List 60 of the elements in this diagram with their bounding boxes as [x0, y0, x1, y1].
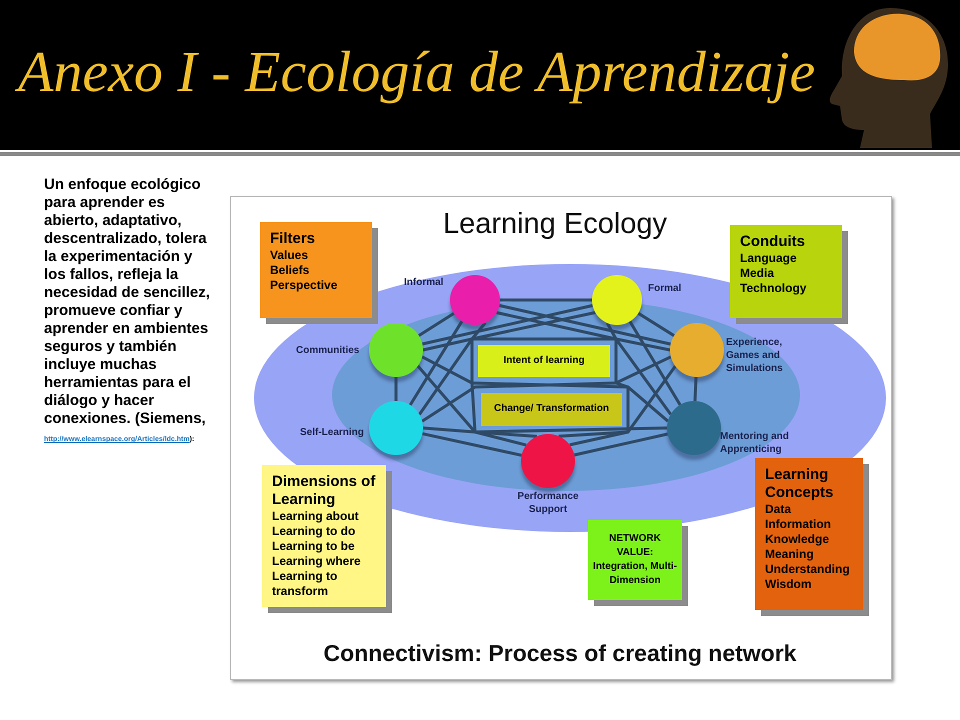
connector-line: [569, 365, 677, 446]
circle-label: Performance Support: [516, 490, 580, 516]
connector-line: [416, 364, 527, 447]
connector-line: [628, 320, 682, 406]
circle-label: Self-Learning: [300, 426, 365, 439]
note-box: [588, 520, 682, 600]
circle-label: Mentoring and Apprenticing: [720, 430, 790, 456]
box-heading: Learning Concepts: [765, 466, 834, 502]
circle-label: Formal: [648, 282, 682, 295]
box-text: Intent of learning: [502, 354, 586, 368]
label-box: [481, 393, 622, 426]
list-item: Beliefs: [270, 263, 310, 278]
list-item: Language: [740, 251, 798, 266]
connector-line: [500, 298, 592, 302]
connector-line: [470, 322, 537, 438]
box-text: Change/ Transformation: [492, 402, 610, 416]
box-heading: Dimensions of Learning: [272, 473, 376, 509]
category-box: [755, 458, 863, 610]
connector-line: [394, 377, 398, 401]
connector-line: [422, 432, 522, 457]
box-heading: Filters: [270, 230, 316, 248]
label-box: [478, 345, 610, 377]
connector-line: [422, 304, 593, 346]
circle-label: Experience, Games and Simulations: [726, 336, 784, 375]
list-item: Understanding: [765, 562, 851, 577]
list-item: Wisdom: [765, 577, 813, 592]
category-box: [730, 225, 842, 318]
connector-line: [499, 304, 672, 346]
list-item: Learning to be: [272, 539, 356, 554]
list-item: Meaning: [765, 547, 815, 562]
category-box: [262, 465, 386, 607]
connector-line: [422, 426, 668, 434]
body-paragraph: Un enfoque ecológico para aprender es abierto, adaptativo, descentralizado, tolera la experimentación y los fallos, refleja la necesidad de sencillez, promueve confiar y aprender en ambientes seguros y también incluye muchas herramientas para el diálogo y hacer conexiones. (Siemens,: [44, 176, 210, 427]
connector-line: [418, 312, 455, 337]
list-item: Values: [270, 248, 310, 263]
category-box: [260, 222, 372, 318]
label-text: Learning Ecology: [442, 208, 668, 241]
connector-line: [496, 311, 672, 416]
connector-line: [418, 311, 596, 416]
box-text: NETWORK VALUE: Integration, Multi-Dimension: [592, 532, 678, 588]
list-item: Technology: [740, 281, 808, 296]
circle-label: Communities: [296, 344, 360, 357]
list-item: Learning where: [272, 554, 362, 569]
box-heading: Conduits: [740, 233, 806, 251]
list-item: Information: [765, 517, 832, 532]
connector-line: [558, 322, 630, 438]
connector-line: [422, 338, 670, 352]
list-item: Data: [765, 502, 792, 517]
list-item: Learning to do: [272, 524, 356, 539]
connector-line: [574, 432, 668, 456]
list-item: Perspective: [270, 278, 338, 293]
list-item: Learning about: [272, 509, 360, 524]
list-item: Media: [740, 266, 776, 281]
list-item: Learning to transform: [272, 569, 338, 599]
list-item: Knowledge: [765, 532, 830, 547]
connector-line: [408, 320, 464, 406]
circle-label: Informal: [404, 276, 444, 289]
connector-line: [637, 312, 675, 337]
connector-line: [694, 376, 698, 402]
diagram-caption: Connectivism: Process of creating network: [322, 640, 798, 667]
